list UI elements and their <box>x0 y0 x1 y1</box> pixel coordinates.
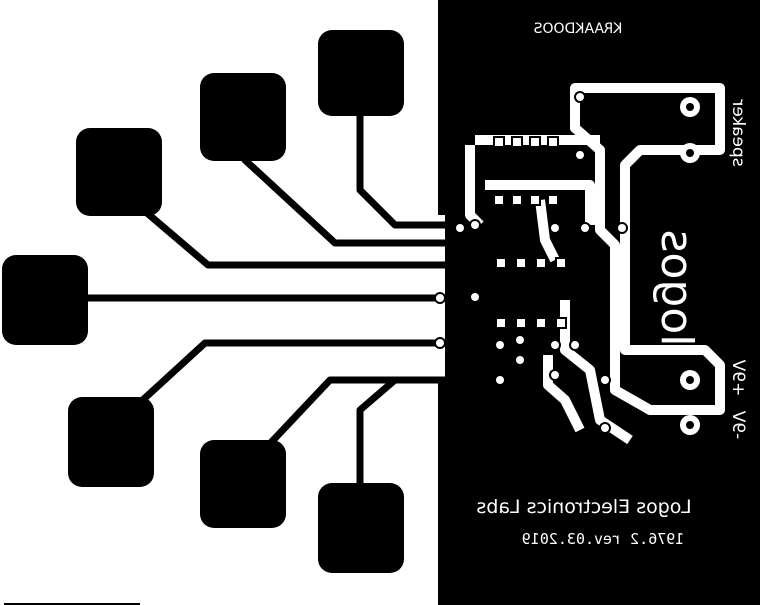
logo-text: logos <box>651 230 702 347</box>
speaker-label: speaker <box>728 99 748 166</box>
power-minus-label: -9V <box>728 410 748 439</box>
revision-line: 1976.2 rev.03.2019 <box>522 530 685 548</box>
contact-pads <box>2 30 404 573</box>
contact-pad-5 <box>68 397 154 487</box>
contact-pad-7 <box>318 483 404 573</box>
vias <box>434 91 628 434</box>
contact-pad-4 <box>2 255 88 345</box>
brand-line: Logos Electronics Labs <box>476 496 691 518</box>
ic-pads <box>493 136 567 329</box>
power-plus-label: +9V <box>728 359 748 396</box>
contact-pad-3 <box>76 128 162 216</box>
contact-pad-1 <box>318 30 404 116</box>
contact-pad-2 <box>200 73 286 161</box>
contact-pad-6 <box>200 440 286 528</box>
board-name-label: KRAAKDOOS <box>534 21 623 37</box>
pad-centers <box>686 103 694 429</box>
